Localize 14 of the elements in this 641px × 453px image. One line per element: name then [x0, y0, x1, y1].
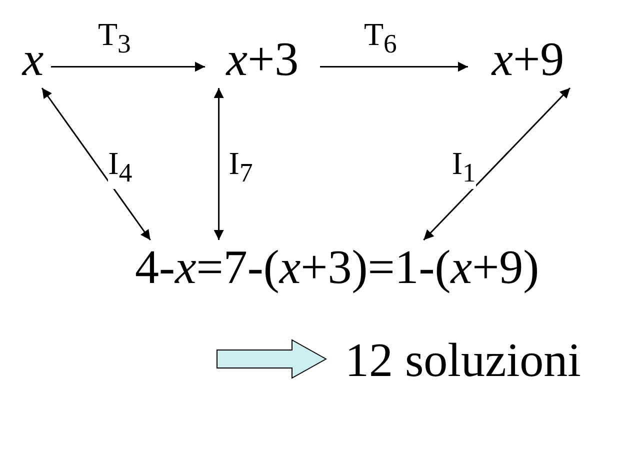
expression-text: 4-x — [135, 240, 196, 296]
expression-text: x+9 — [468, 32, 588, 88]
equals-sign: = — [196, 240, 224, 296]
arrow — [41, 88, 151, 240]
expression-text: 7-(x+3) — [223, 240, 368, 296]
expression-text: x — [15, 32, 51, 88]
arrow — [423, 87, 571, 241]
equals-sign: = — [368, 240, 395, 296]
expression-text: x+3 — [205, 32, 320, 88]
arrow — [51, 62, 205, 72]
arrow — [320, 62, 468, 72]
result-text: 12 soluzioni — [345, 333, 582, 389]
arrow — [214, 88, 224, 240]
expression-text: 1-(x+9) — [394, 240, 540, 296]
